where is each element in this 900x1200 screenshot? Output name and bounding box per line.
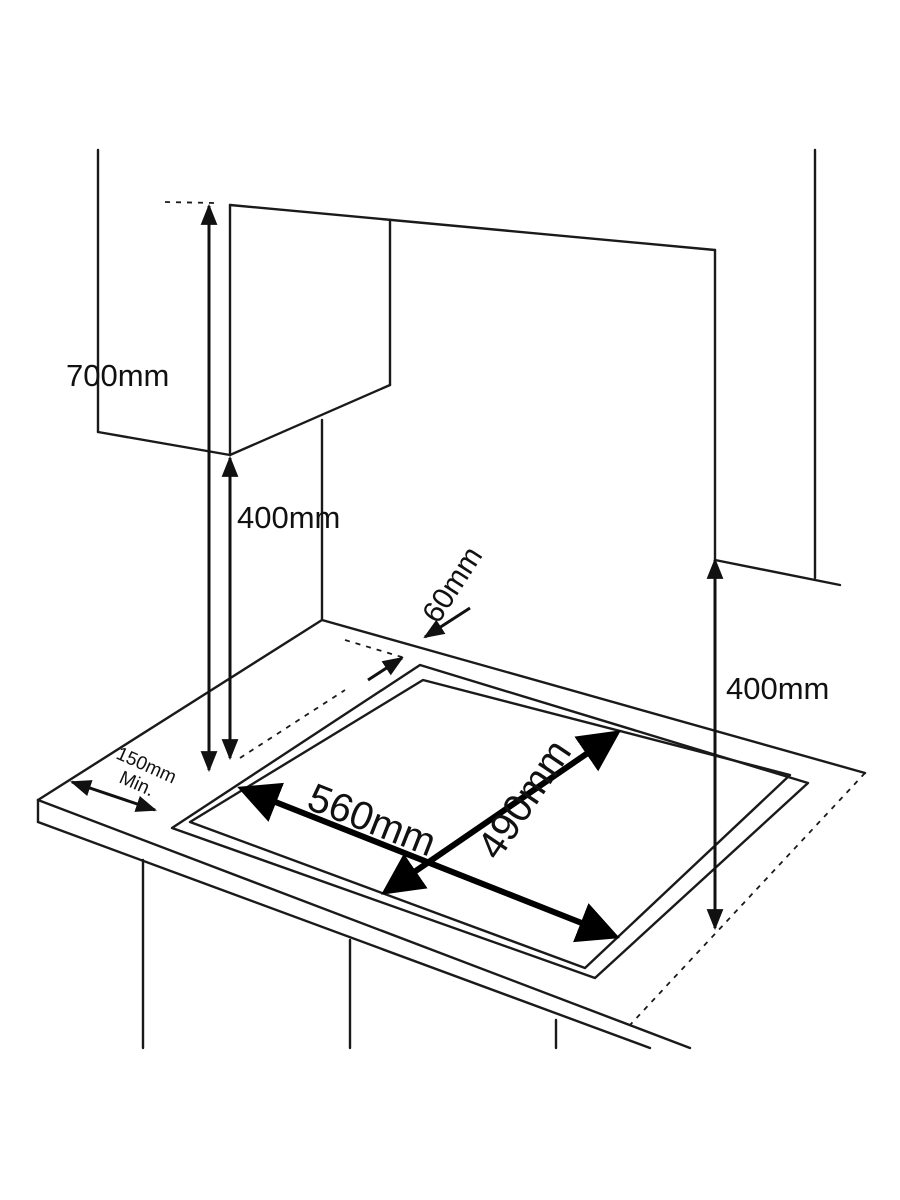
back-wall — [320, 148, 842, 622]
clearance-dashed-lines — [164, 201, 866, 1026]
label-400mm-cabinet: 400mm — [237, 500, 340, 535]
dimension-490mm: 490mm — [381, 730, 621, 895]
dimension-400mm-cabinet: 400mm — [221, 455, 340, 761]
dimension-150mm-min: 150mm Min. — [70, 743, 179, 812]
dimension-400mm-side: 400mm — [706, 557, 829, 931]
label-700mm: 700mm — [66, 358, 169, 393]
label-400mm-side: 400mm — [726, 671, 829, 706]
label-490mm: 490mm — [469, 732, 580, 867]
dimension-700mm: 700mm — [66, 203, 218, 773]
base-cabinet — [141, 858, 558, 1050]
label-560mm: 560mm — [302, 775, 442, 865]
wall-cabinet — [96, 148, 717, 457]
label-60mm: 60mm — [416, 541, 489, 629]
dimension-60mm: 60mm — [367, 541, 489, 682]
hob-cutout — [170, 663, 810, 980]
